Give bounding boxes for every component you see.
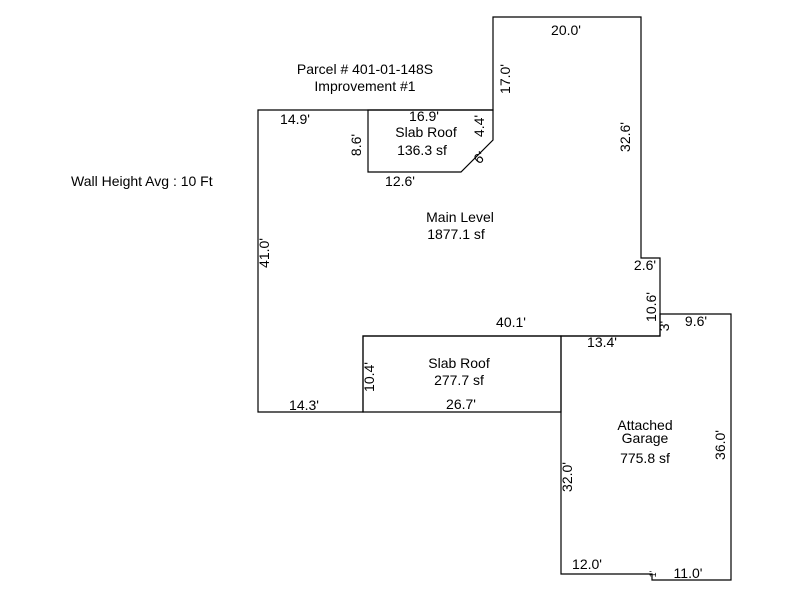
dim-right-upper: 17.0'	[497, 64, 513, 94]
dim-garage-left-top: 13.4'	[587, 334, 617, 350]
dim-top-width: 20.0'	[551, 22, 581, 38]
dim-bottom-left: 14.3'	[289, 397, 319, 413]
dim-left-height: 41.0'	[256, 238, 272, 268]
dim-slab-top-diag: 6'	[470, 148, 489, 167]
parcel-number: Parcel # 401-01-148S	[297, 61, 433, 77]
dim-garage-bottom-right: 11.0'	[674, 565, 703, 581]
dim-slab-bottom-left: 10.4'	[361, 362, 377, 392]
slab-roof-upper-size: 136.3 sf	[397, 142, 447, 158]
slab-roof-upper-name: Slab Roof	[395, 124, 457, 140]
dim-step-right: 2.6'	[634, 257, 656, 273]
dim-garage-notch: 1'	[648, 570, 658, 577]
slab-roof-lower-size: 277.7 sf	[434, 372, 484, 388]
dim-upper-left: 14.9'	[280, 111, 310, 127]
dim-garage-bottom-left: 12.0'	[572, 556, 602, 572]
dim-step-down: 10.6'	[643, 292, 659, 322]
garage-outline	[560, 313, 732, 581]
dim-slab-top-width: 16.9'	[409, 108, 439, 124]
garage-name-line2: Garage	[622, 430, 669, 446]
slab-roof-lower-name: Slab Roof	[428, 355, 490, 371]
wall-height-label: Wall Height Avg : 10 Ft	[71, 173, 213, 189]
garage-name-line1: Attached	[617, 417, 672, 433]
main-level-size: 1877.1 sf	[427, 226, 485, 242]
dim-main-bottom: 40.1'	[496, 314, 526, 330]
slab-roof-upper-outline	[367, 109, 494, 173]
main-level-name: Main Level	[426, 209, 494, 225]
dim-small-step: 3'	[656, 321, 672, 331]
dim-garage-right: 36.0'	[712, 430, 728, 460]
dim-slab-top-bottom: 12.6'	[385, 173, 415, 189]
dim-garage-top: 9.6'	[685, 313, 707, 329]
dim-slab-top-right: 4.4'	[471, 115, 487, 137]
improvement-label: Improvement #1	[314, 78, 415, 94]
garage-size: 775.8 sf	[620, 450, 670, 466]
dim-right-main: 32.6'	[617, 122, 633, 152]
main-level-outline	[257, 16, 661, 413]
dim-slab-bottom-width: 26.7'	[446, 396, 476, 412]
dim-slab-top-left: 8.6'	[348, 134, 364, 156]
dim-garage-left: 32.0'	[559, 462, 575, 492]
